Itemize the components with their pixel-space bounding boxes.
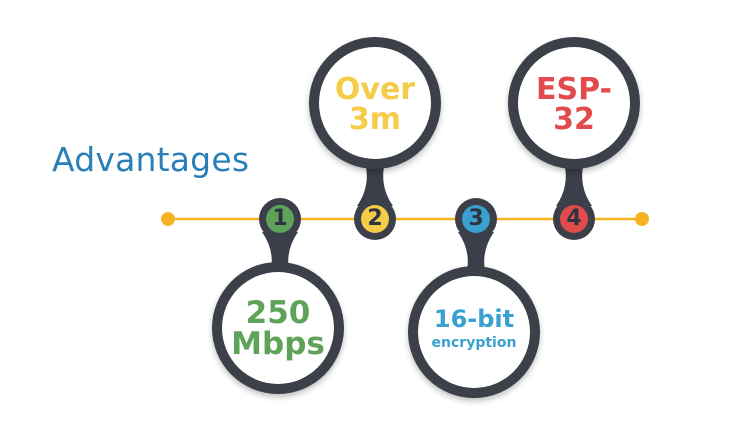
milestone-1-node-fill [266, 205, 294, 233]
milestone-1-bubble-inner [222, 272, 334, 384]
milestone-4-text-line-1: ESP- [535, 72, 612, 107]
milestone-3-node-fill [462, 205, 490, 233]
milestone-4-node-fill [560, 205, 588, 233]
milestone-3-text: 16-bit encryption [414, 305, 534, 353]
milestone-2-node-fill [361, 205, 389, 233]
milestone-1-text: 250 Mbps [218, 298, 338, 360]
milestone-1-text-line-2: Mbps [231, 326, 325, 362]
milestone-2-text-line-1: Over [334, 72, 416, 107]
milestone-2-connector [357, 162, 393, 206]
milestone-2-text: Over 3m [315, 75, 435, 135]
milestone-4-connector [556, 162, 592, 206]
page-title: Advantages [52, 140, 250, 179]
milestone-3-text-line-2: encryption [431, 335, 517, 351]
milestone-4-number: 4 [566, 206, 582, 231]
milestone-3-number: 3 [468, 206, 484, 231]
milestone-3-bubble-inner [418, 276, 530, 388]
milestone-1-connector [262, 232, 298, 275]
milestone-4 [508, 37, 640, 240]
milestone-4-text: ESP- 32 [514, 75, 634, 135]
milestone-1-number: 1 [272, 206, 288, 231]
milestone-2 [309, 37, 441, 240]
milestone-2-number: 2 [367, 206, 383, 231]
timeline-start-dot [161, 212, 175, 226]
milestone-4-bubble-inner [518, 47, 630, 159]
milestone-2-bubble-inner [319, 47, 431, 159]
milestone-2-text-line-2: 3m [348, 102, 402, 137]
milestone-3-connector [458, 232, 494, 275]
milestone-1-text-line-1: 250 [245, 295, 311, 331]
milestone-1 [212, 198, 344, 394]
milestone-4-text-line-2: 32 [553, 102, 595, 137]
milestone-3-text-line-1: 16-bit [433, 305, 515, 333]
milestone-3 [408, 198, 540, 398]
timeline-end-dot [635, 212, 649, 226]
